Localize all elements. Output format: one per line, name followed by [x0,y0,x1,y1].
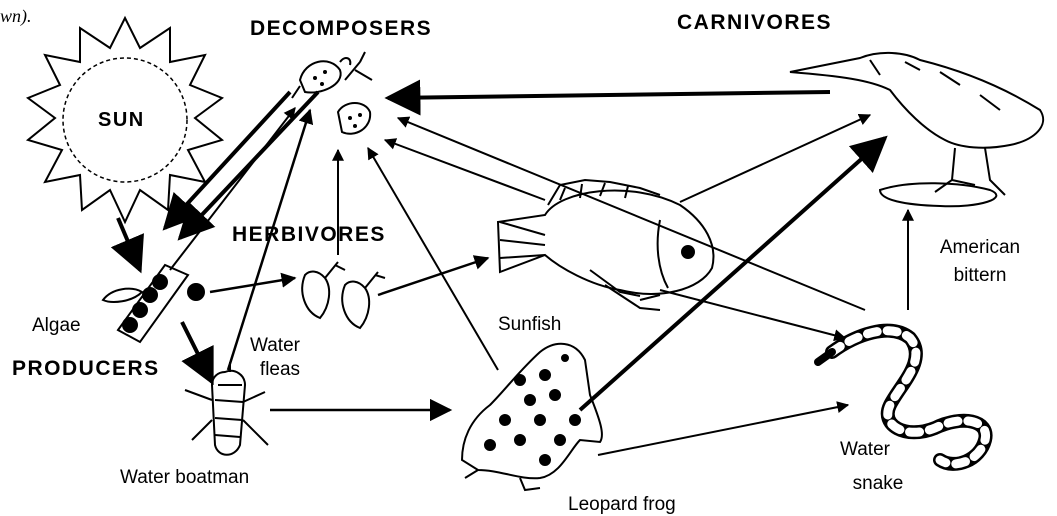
herbivores-label: HERBIVORES [232,224,386,245]
corner-caption-fragment: wn). [0,6,32,27]
water-fleas-icon [302,262,385,328]
water-fleas-label-line1: Water [245,336,305,355]
decomposers-label: DECOMPOSERS [250,18,432,39]
american-bittern-label-line2: bittern [920,266,1040,285]
producers-label: PRODUCERS [12,358,160,379]
sunfish-icon [498,180,713,310]
sunfish-label: Sunfish [498,315,561,334]
american-bittern-label-line1: American [920,238,1040,257]
water-snake-label-line1: Water [835,440,895,459]
carnivores-label: CARNIVORES [677,12,832,33]
algae-label: Algae [32,316,81,335]
water-boatman-label: Water boatman [120,468,249,487]
water-snake-label-line2: snake [848,474,908,493]
decomposers-icon [292,52,372,134]
american-bittern-icon [790,53,1043,206]
leopard-frog-icon [462,344,602,490]
leopard-frog-label: Leopard frog [568,495,676,514]
water-fleas-label-line2: fleas [250,360,310,379]
sun-label: SUN [98,110,145,130]
algae-icon [103,265,204,342]
